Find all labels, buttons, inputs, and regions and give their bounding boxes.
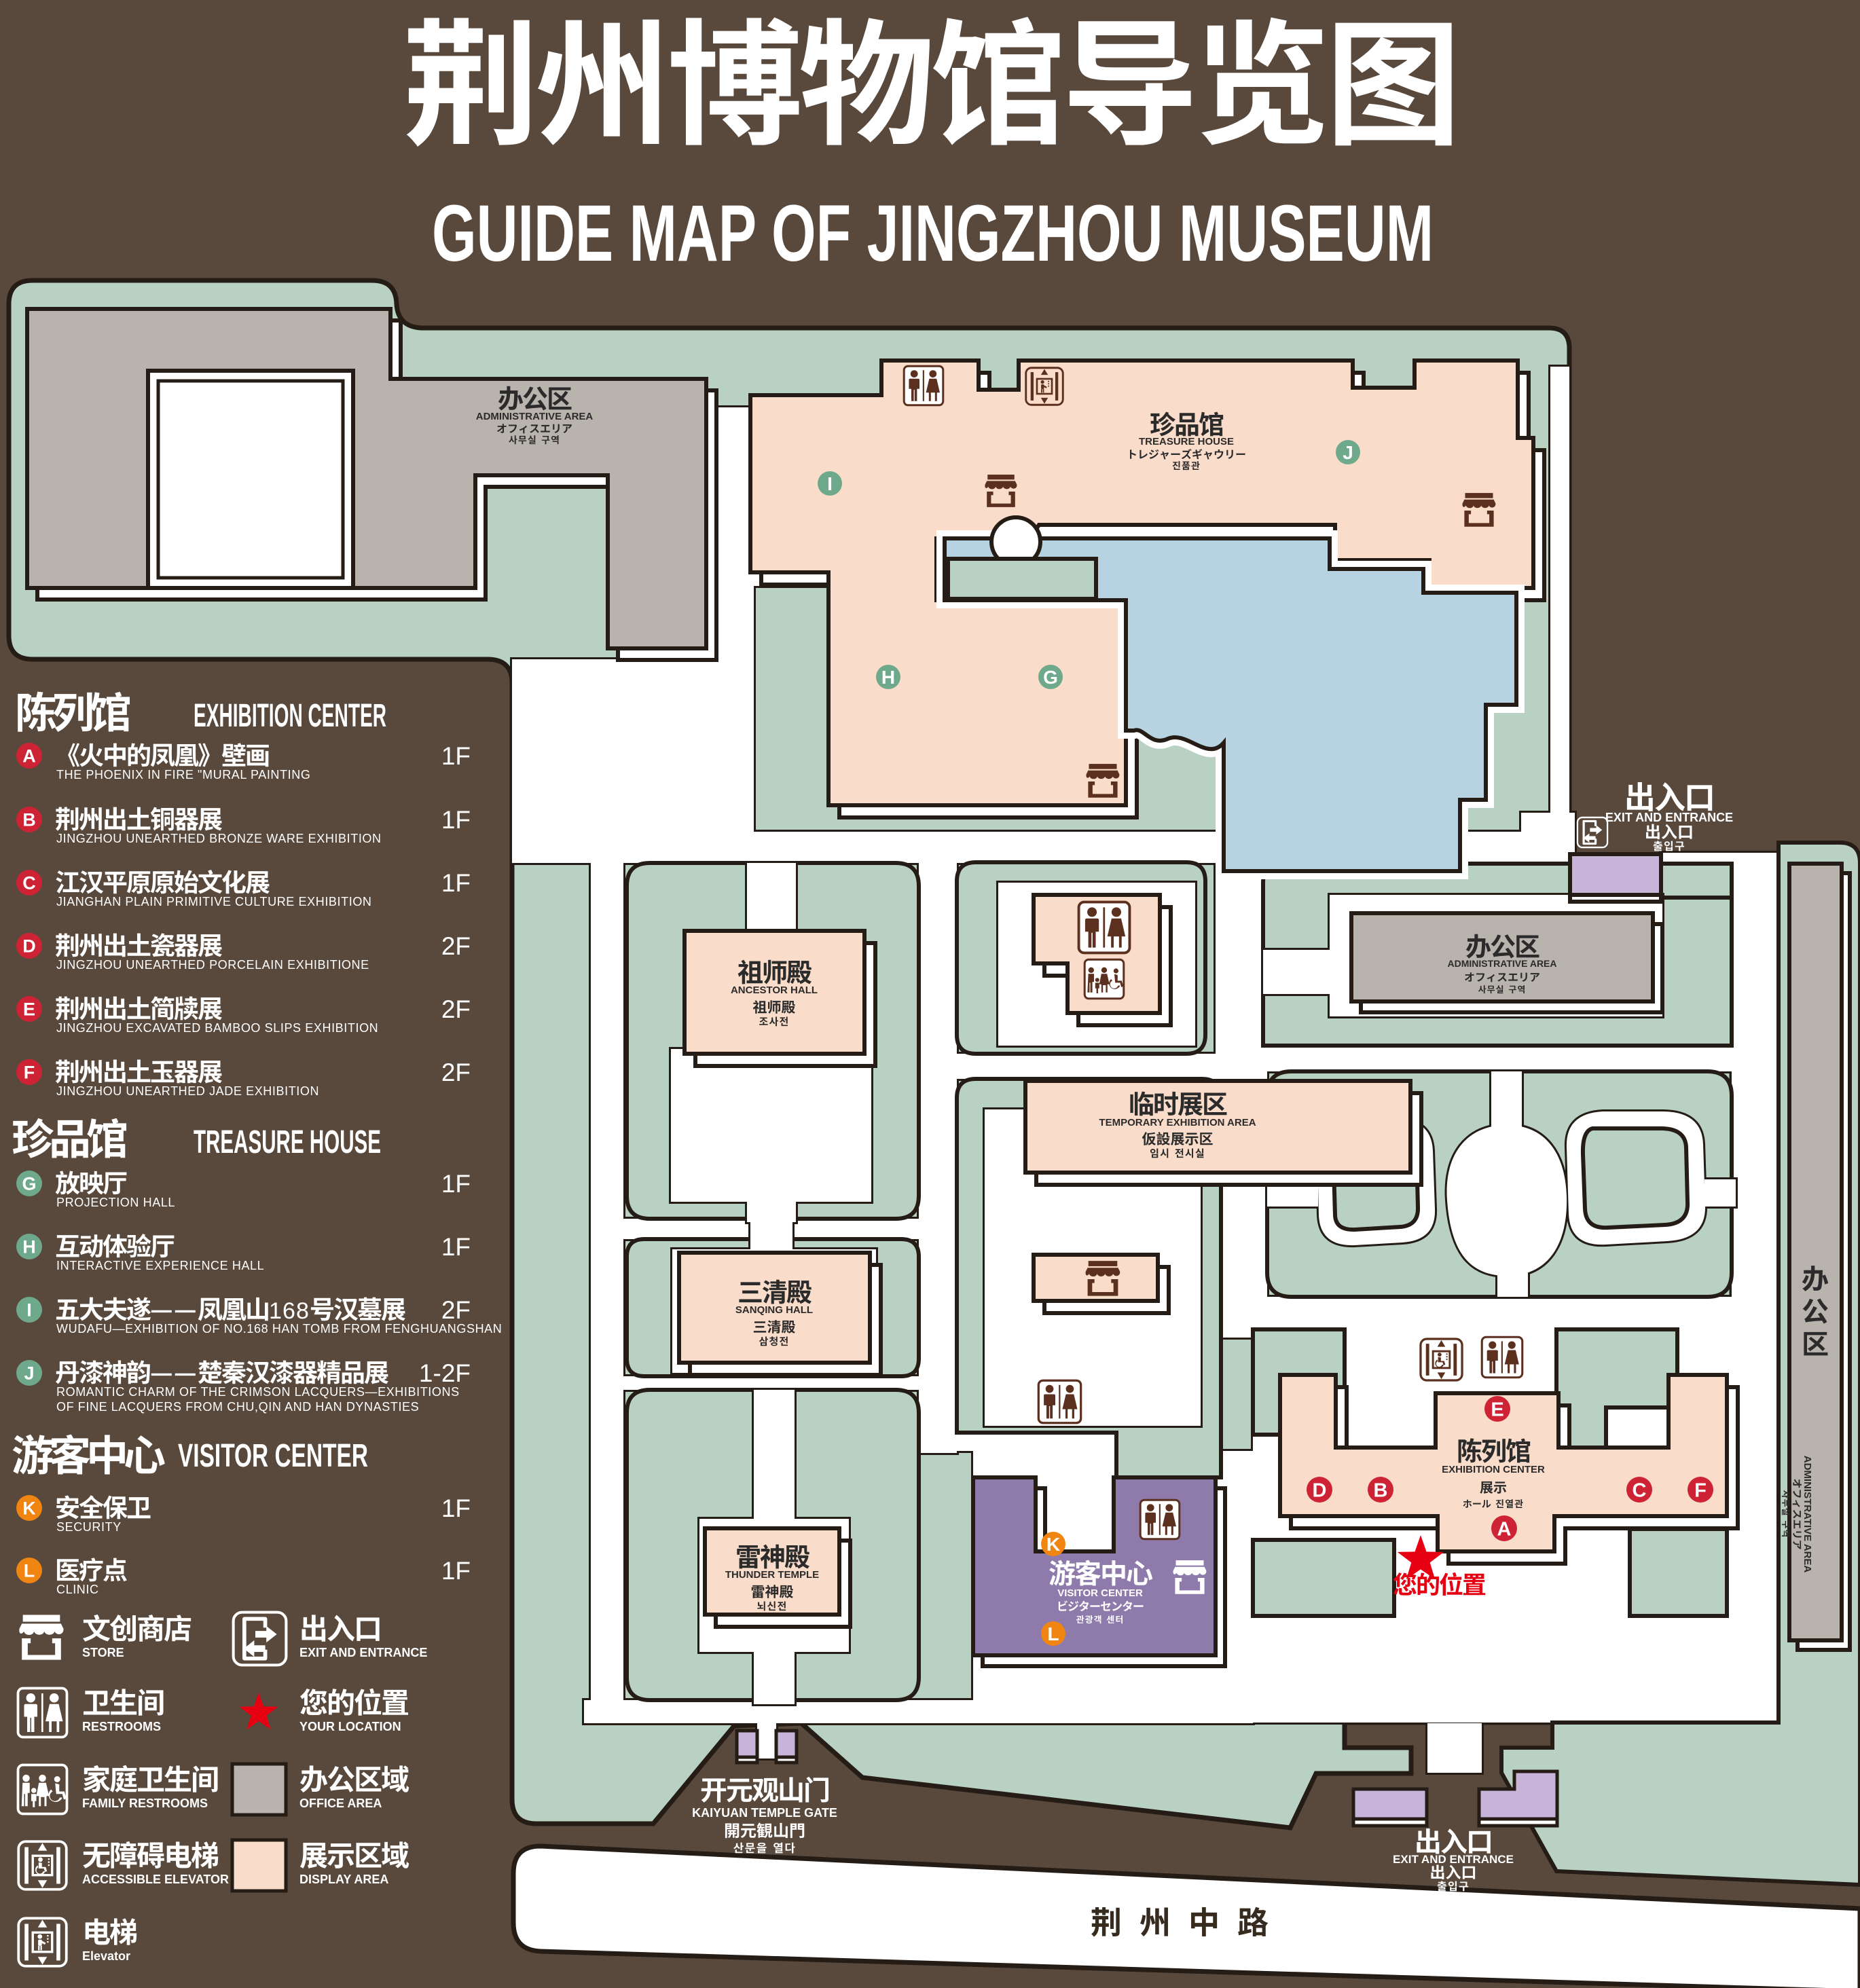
- svg-text:D: D: [1313, 1479, 1327, 1501]
- svg-text:E: E: [1491, 1399, 1503, 1420]
- svg-text:Elevator: Elevator: [82, 1949, 130, 1963]
- svg-text:2F: 2F: [441, 932, 471, 960]
- svg-text:JINGZHOU UNEARTHED JADE EXHIBI: JINGZHOU UNEARTHED JADE EXHIBITION: [56, 1084, 319, 1098]
- svg-text:H: H: [881, 667, 895, 688]
- svg-text:ADMINISTRATIVE AREA: ADMINISTRATIVE AREA: [1802, 1456, 1813, 1573]
- svg-text:FAMILY RESTROOMS: FAMILY RESTROOMS: [82, 1797, 208, 1810]
- svg-text:I: I: [827, 473, 833, 494]
- svg-text:SANQING HALL: SANQING HALL: [735, 1304, 813, 1316]
- svg-text:1-2F: 1-2F: [419, 1359, 471, 1387]
- svg-text:YOUR LOCATION: YOUR LOCATION: [299, 1720, 401, 1733]
- svg-text:J: J: [24, 1363, 34, 1384]
- svg-text:6: 6: [282, 1298, 295, 1324]
- svg-text:1F: 1F: [441, 1557, 471, 1585]
- svg-text:THE PHOENIX IN FIRE "MURAL PAI: THE PHOENIX IN FIRE "MURAL PAINTING: [56, 768, 310, 781]
- svg-text:A: A: [22, 746, 36, 767]
- svg-text:F: F: [1694, 1479, 1707, 1501]
- svg-text:K: K: [22, 1498, 36, 1519]
- svg-text:B: B: [1374, 1479, 1388, 1501]
- svg-text:STORE: STORE: [82, 1646, 124, 1659]
- svg-text:JIANGHAN PLAIN PRIMITIVE CULTU: JIANGHAN PLAIN PRIMITIVE CULTURE EXHIBIT…: [56, 895, 372, 908]
- svg-text:EXHIBITION CENTER: EXHIBITION CENTER: [194, 698, 386, 734]
- svg-text:B: B: [22, 810, 36, 830]
- svg-text:THUNDER TEMPLE: THUNDER TEMPLE: [725, 1569, 819, 1581]
- svg-text:G: G: [22, 1174, 36, 1194]
- svg-text:VISITOR CENTER: VISITOR CENTER: [1057, 1587, 1143, 1599]
- svg-text:I: I: [26, 1300, 32, 1321]
- svg-text:1F: 1F: [441, 1494, 471, 1522]
- svg-text:C: C: [1633, 1479, 1647, 1501]
- svg-text:TREASURE HOUSE: TREASURE HOUSE: [194, 1124, 381, 1160]
- svg-text:VISITOR CENTER: VISITOR CENTER: [178, 1438, 368, 1474]
- svg-text:H: H: [22, 1237, 36, 1257]
- svg-text:ADMINISTRATIVE AREA: ADMINISTRATIVE AREA: [1448, 958, 1557, 969]
- svg-text:PROJECTION HALL: PROJECTION HALL: [56, 1196, 175, 1209]
- svg-text:E: E: [23, 999, 35, 1020]
- svg-text:TEMPORARY EXHIBITION AREA: TEMPORARY EXHIBITION AREA: [1099, 1117, 1256, 1128]
- svg-text:1F: 1F: [441, 1233, 471, 1261]
- svg-text:ROMANTIC CHARM OF THE CRIMSON: ROMANTIC CHARM OF THE CRIMSON LACQUERS—E…: [56, 1385, 460, 1399]
- svg-text:RESTROOMS: RESTROOMS: [82, 1720, 161, 1733]
- svg-text:1: 1: [269, 1298, 282, 1324]
- svg-text:A: A: [1497, 1518, 1512, 1540]
- svg-text:WUDAFU—EXHIBITION OF NO.168 HA: WUDAFU—EXHIBITION OF NO.168 HAN TOMB FRO…: [56, 1322, 502, 1336]
- svg-text:1F: 1F: [441, 806, 471, 834]
- svg-text:KAIYUAN TEMPLE GATE: KAIYUAN TEMPLE GATE: [692, 1806, 837, 1820]
- svg-text:J: J: [1343, 442, 1353, 463]
- svg-text:C: C: [22, 873, 36, 894]
- svg-text:DISPLAY AREA: DISPLAY AREA: [299, 1873, 388, 1886]
- svg-text:L: L: [1047, 1623, 1059, 1644]
- svg-text:1F: 1F: [441, 742, 471, 770]
- svg-text:D: D: [22, 936, 36, 957]
- svg-text:EXIT AND ENTRANCE: EXIT AND ENTRANCE: [1605, 811, 1733, 824]
- svg-text:SECURITY: SECURITY: [56, 1520, 122, 1534]
- svg-text:OFFICE AREA: OFFICE AREA: [299, 1797, 382, 1810]
- svg-text:JINGZHOU UNEARTHED BRONZE WARE: JINGZHOU UNEARTHED BRONZE WARE EXHIBITIO…: [56, 832, 382, 845]
- svg-text:2F: 2F: [441, 995, 471, 1023]
- svg-text:ANCESTOR HALL: ANCESTOR HALL: [731, 984, 818, 996]
- svg-text:ADMINISTRATIVE AREA: ADMINISTRATIVE AREA: [476, 411, 594, 422]
- svg-text:EXIT AND ENTRANCE: EXIT AND ENTRANCE: [1393, 1853, 1514, 1866]
- svg-text:2F: 2F: [441, 1296, 471, 1324]
- svg-text:CLINIC: CLINIC: [56, 1583, 99, 1596]
- svg-text:EXHIBITION CENTER: EXHIBITION CENTER: [1442, 1464, 1545, 1475]
- svg-text:F: F: [24, 1063, 35, 1083]
- svg-text:TREASURE HOUSE: TREASURE HOUSE: [1139, 436, 1234, 447]
- svg-text:K: K: [1046, 1534, 1060, 1555]
- svg-text:G: G: [1043, 667, 1058, 688]
- svg-text:8: 8: [296, 1298, 309, 1324]
- svg-text:JINGZHOU UNEARTHED PORCELAIN E: JINGZHOU UNEARTHED PORCELAIN EXHIBITIONE: [56, 958, 369, 972]
- svg-text:EXIT AND ENTRANCE: EXIT AND ENTRANCE: [299, 1646, 427, 1659]
- svg-text:GUIDE MAP OF JINGZHOU MUSEUM: GUIDE MAP OF JINGZHOU MUSEUM: [432, 189, 1434, 278]
- svg-text:OF FINE LACQUERS FROM CHU,QIN: OF FINE LACQUERS FROM CHU,QIN AND HAN DY…: [56, 1400, 419, 1414]
- svg-text:INTERACTIVE EXPERIENCE HALL: INTERACTIVE EXPERIENCE HALL: [56, 1259, 264, 1272]
- svg-text:ACCESSIBLE ELEVATOR: ACCESSIBLE ELEVATOR: [82, 1873, 229, 1886]
- svg-text:1F: 1F: [441, 869, 471, 897]
- svg-text:L: L: [24, 1561, 35, 1581]
- svg-text:2F: 2F: [441, 1059, 471, 1086]
- svg-text:JINGZHOU EXCAVATED BAMBOO SLIP: JINGZHOU EXCAVATED BAMBOO SLIPS EXHIBITI…: [56, 1021, 378, 1035]
- svg-text:1F: 1F: [441, 1170, 471, 1198]
